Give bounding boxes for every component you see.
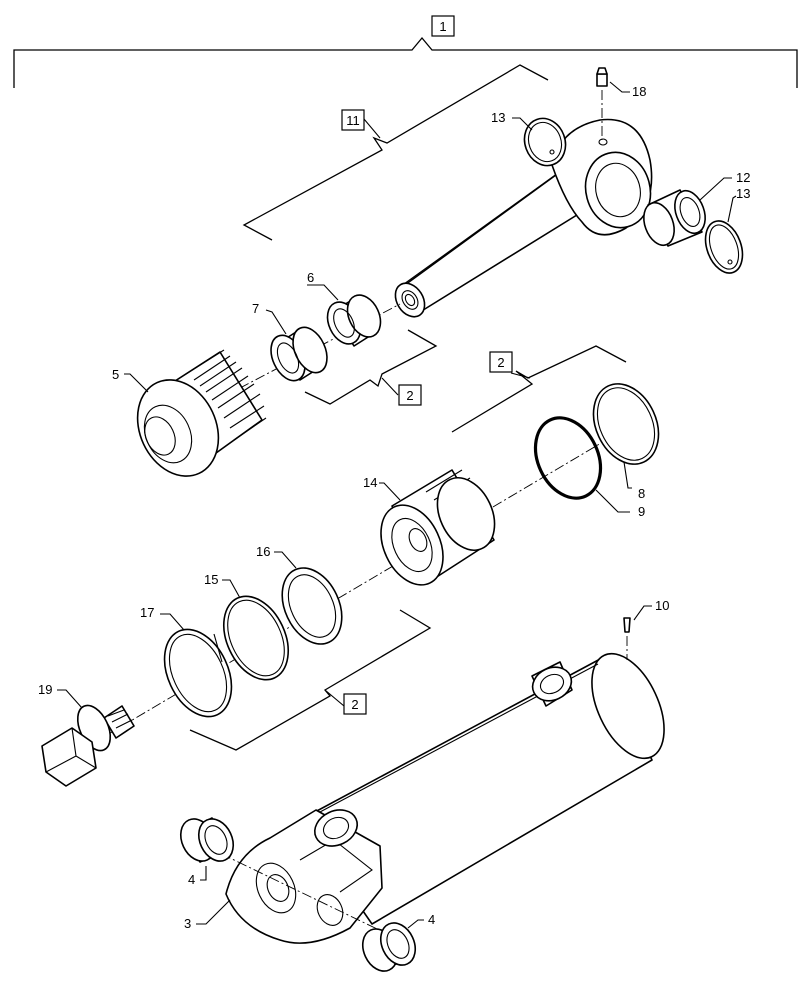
callout-13-right: 13: [736, 186, 750, 201]
piston: 14: [363, 469, 496, 586]
callout-5: 5: [112, 367, 119, 382]
grease-fitting: 18: [596, 67, 646, 140]
assembly-label-rod: 11: [346, 113, 360, 128]
retaining-ring-right: 13: [704, 186, 750, 274]
cylinder-barrel: [204, 652, 665, 944]
assembly-label-main: 1: [439, 19, 446, 34]
wiper-seal: 7: [252, 301, 328, 382]
assembly-label-seal-b: 2: [497, 355, 504, 370]
callout-9: 9: [638, 504, 645, 519]
assembly-bracket-seal-a: 2: [304, 329, 438, 406]
callout-4-right: 4: [428, 912, 435, 927]
callout-7: 7: [252, 301, 259, 316]
gland: 5: [112, 349, 267, 477]
callout-19: 19: [38, 682, 52, 697]
callout-16: 16: [256, 544, 270, 559]
split-ring: 17: [140, 605, 233, 718]
callout-17: 17: [140, 605, 154, 620]
assembly-bracket-rod: 11: [242, 64, 549, 241]
callout-13-upper: 13: [491, 110, 505, 125]
callout-3-group: 3: [184, 899, 231, 931]
callout-8: 8: [638, 486, 645, 501]
piston-rod: [394, 118, 653, 318]
assembly-box-seal-c[interactable]: [343, 693, 367, 715]
bushing-eye: 12: [643, 170, 750, 247]
piston-wear-ring: 16: [256, 544, 343, 645]
backup-ring: 8: [592, 383, 660, 501]
assembly-label-seal-a: 2: [406, 388, 413, 403]
assembly-box-rod[interactable]: [341, 109, 365, 131]
rod-seal: 6: [307, 270, 382, 347]
callout-3: 3: [184, 916, 191, 931]
assembly-box-main[interactable]: [431, 15, 455, 37]
retaining-ring-upper: 13: [491, 110, 567, 167]
callout-12: 12: [736, 170, 750, 185]
piston-bolt: 19: [38, 682, 135, 787]
assembly-label-seal-c: 2: [351, 697, 358, 712]
callout-15: 15: [204, 572, 218, 587]
assembly-bracket-seal-b: 2: [451, 345, 627, 433]
callout-6: 6: [307, 270, 314, 285]
callout-14: 14: [363, 475, 377, 490]
piston-seal-ring: 15: [204, 572, 289, 681]
assembly-box-seal-a[interactable]: [398, 384, 422, 406]
assembly-bracket-seal-c: 2: [189, 609, 432, 751]
callout-18: 18: [632, 84, 646, 99]
callout-4-left: 4: [188, 872, 195, 887]
o-ring: 9: [533, 416, 645, 519]
bushing-right: 4: [361, 912, 435, 972]
assembly-bracket-main: 1: [13, 15, 798, 88]
bushing-left: 4: [179, 817, 235, 887]
assembly-box-seal-b[interactable]: [489, 351, 513, 373]
callout-10: 10: [655, 598, 669, 613]
bleed-fitting: 10: [623, 598, 669, 660]
